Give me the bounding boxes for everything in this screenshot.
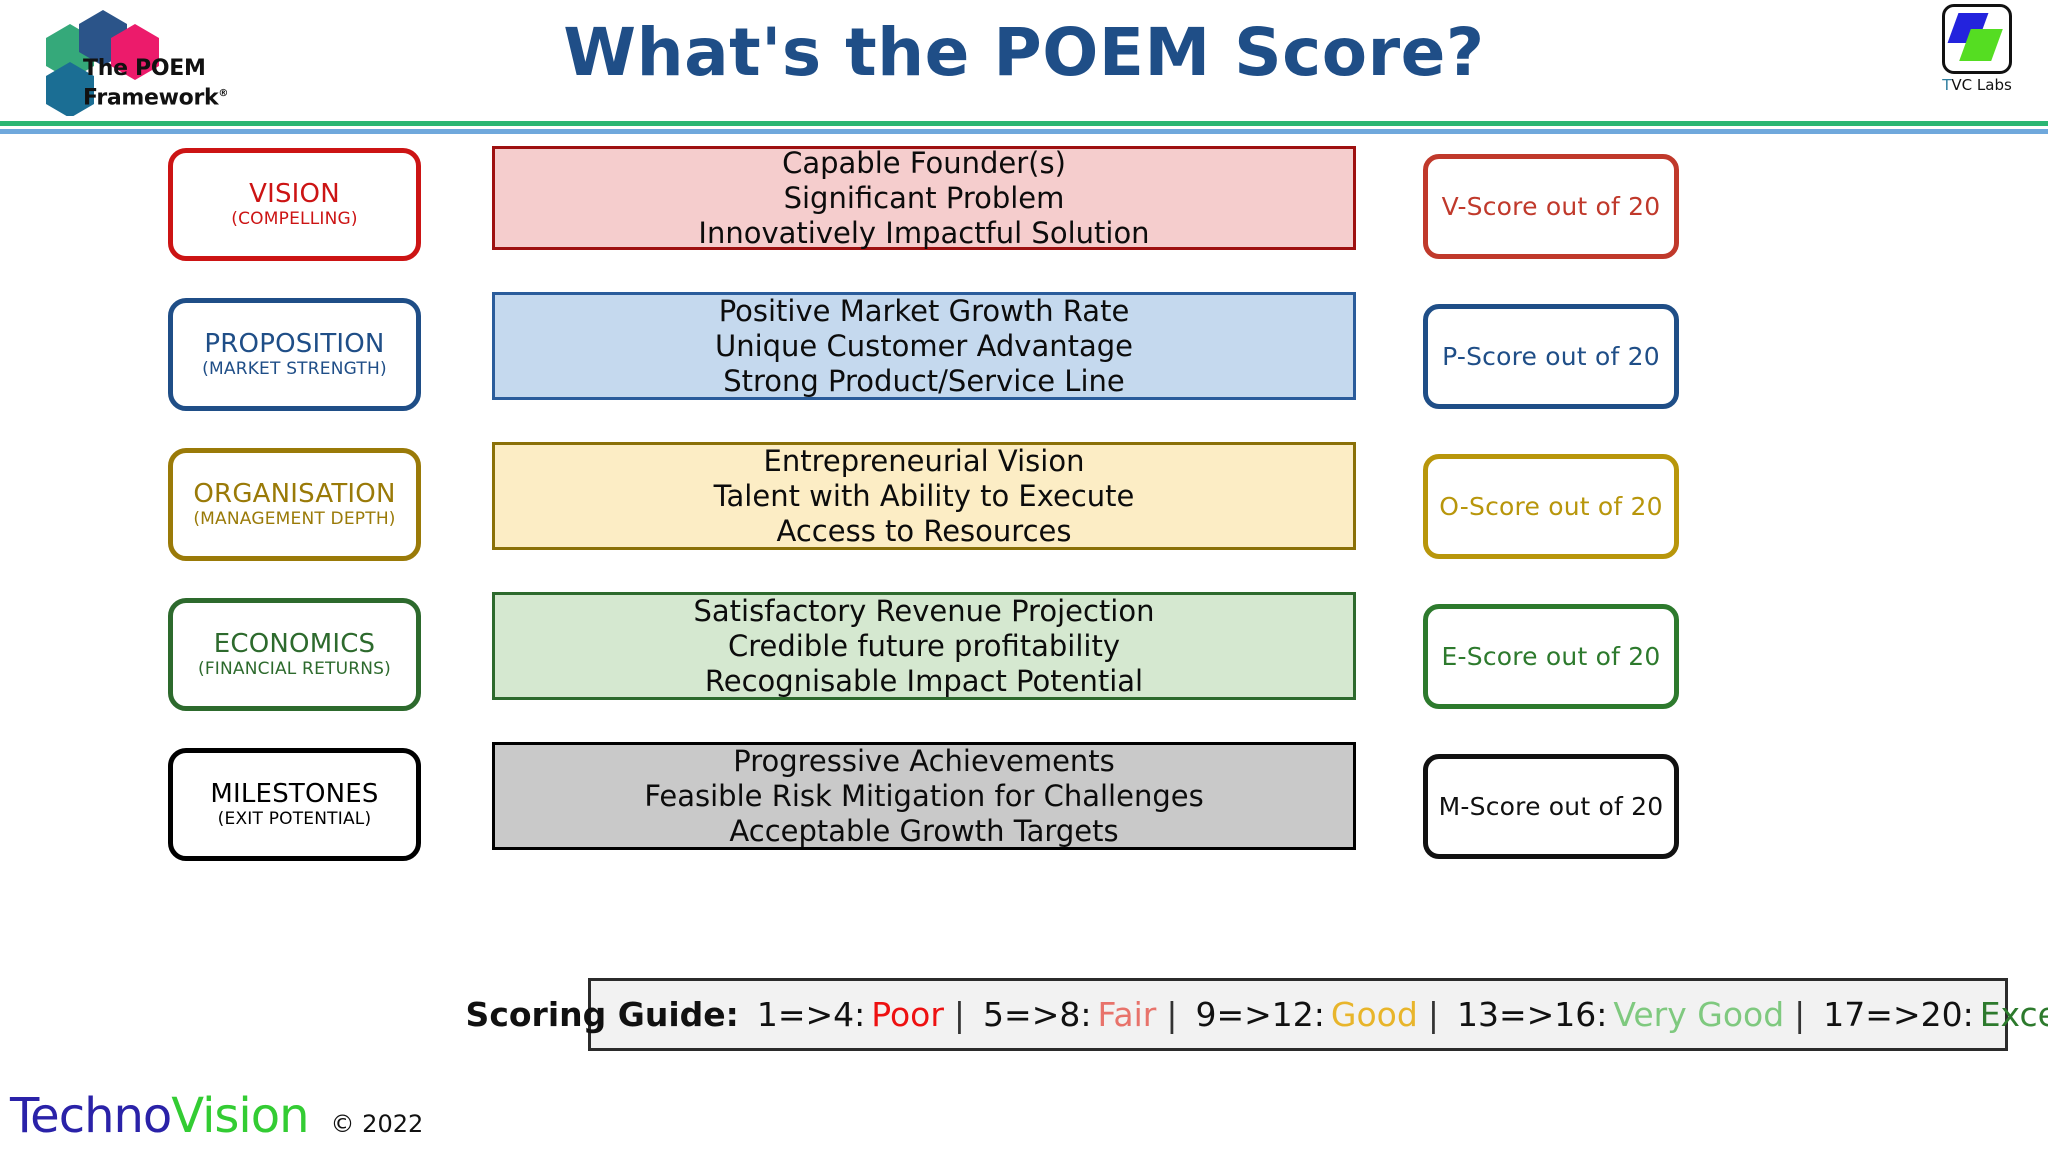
score-box-economics[interactable]: E-Score out of 20 [1423,604,1679,709]
detail-line: Significant Problem [783,180,1065,215]
tvc-label-rest: VC Labs [1951,76,2012,94]
detail-line: Capable Founder(s) [782,145,1066,180]
matrix-row-organisation: ORGANISATION(MANAGEMENT DEPTH) Entreprene… [0,440,2048,590]
poem-hexagons-icon [46,10,159,116]
poem-logo-line2: Framework [83,85,219,111]
pillar-box-proposition[interactable]: PROPOSITION(MARKET STRENGTH) [168,298,421,411]
pillar-name-organisation: ORGANISATION [193,479,396,509]
scoring-band-range: 1=>4: [756,995,866,1034]
matrix-row-proposition: PROPOSITION(MARKET STRENGTH) Positive Mar… [0,290,2048,440]
detail-line: Positive Market Growth Rate [718,293,1130,328]
poem-logo-line1: The POEM [83,56,206,81]
matrix-row-vision: VISION(COMPELLING) Capable Founder(s)Sign… [0,140,2048,290]
scoring-band-label: Very Good [1613,995,1785,1034]
scoring-guide: Scoring Guide: 1=>4:Poor|5=>8:Fair|9=>12… [466,978,2048,1051]
detail-line: Talent with Ability to Execute [713,478,1135,513]
tvc-labs-logo: TVC Labs [1928,4,2026,94]
technovision-part2: Vision [171,1088,309,1144]
detail-line: Satisfactory Revenue Projection [693,593,1155,628]
scoring-guide-separator: | [1427,995,1439,1034]
pillar-name-proposition: PROPOSITION [204,329,385,359]
detail-line: Acceptable Growth Targets [729,813,1119,848]
detail-line: Innovatively Impactful Solution [698,215,1150,250]
pillar-box-economics[interactable]: ECONOMICS(FINANCIAL RETURNS) [168,598,421,711]
pillar-subtitle-vision: (COMPELLING) [231,209,358,229]
pillar-box-vision[interactable]: VISION(COMPELLING) [168,148,421,261]
technovision-part1: Techno [10,1088,172,1144]
scoring-guide-separator: | [953,995,966,1034]
scoring-band-label: Good [1330,995,1418,1034]
detail-line: Unique Customer Advantage [714,328,1134,363]
scoring-guide-separator: | [1794,995,1806,1034]
technovision-logo: TechnoVision [10,1088,310,1144]
scoring-band-label: Fair [1097,995,1157,1034]
scoring-band-range: 13=>16: [1456,995,1608,1034]
scoring-guide-separator: | [1166,995,1178,1034]
pillar-box-organisation[interactable]: ORGANISATION(MANAGEMENT DEPTH) [168,448,421,561]
detail-line: Feasible Risk Mitigation for Challenges [644,778,1204,813]
score-box-milestones[interactable]: M-Score out of 20 [1423,754,1679,859]
header-rule-blue [0,129,2048,134]
tvc-labs-mark-icon [1942,4,2012,74]
pillar-box-milestones[interactable]: MILESTONES(EXIT POTENTIAL) [168,748,421,861]
registered-trademark-icon: ® [218,88,229,99]
scoring-band-range: 17=>20: [1823,995,1974,1034]
detail-line: Entrepreneurial Vision [763,443,1085,478]
scoring-band-range: 9=>12: [1195,995,1325,1034]
poem-framework-logo: The POEM Framework® [18,8,368,116]
pillar-subtitle-organisation: (MANAGEMENT DEPTH) [193,509,396,529]
poem-score-matrix: VISION(COMPELLING) Capable Founder(s)Sign… [0,140,2048,890]
scoring-band-range: 5=>8: [983,995,1092,1034]
scoring-guide-title: Scoring Guide: [465,995,739,1034]
slide-header: The POEM Framework® What's the POEM Scor… [0,0,2048,134]
pillar-name-vision: VISION [249,179,340,209]
pillar-name-economics: ECONOMICS [213,629,376,659]
copyright-notice: © 2022 [330,1110,424,1138]
page-title: What's the POEM Score? [563,14,1485,91]
slide-footer: TechnoVision © 2022 [10,1088,423,1144]
poem-logo-wordmark: The POEM Framework® [83,56,228,110]
scoring-guide-bands: 1=>4:Poor|5=>8:Fair|9=>12:Good|13=>16:Ve… [749,995,2048,1034]
matrix-row-milestones: MILESTONES(EXIT POTENTIAL) Progressive Ac… [0,740,2048,890]
header-rule-green [0,121,2048,126]
score-box-proposition[interactable]: P-Score out of 20 [1423,304,1679,409]
score-box-organisation[interactable]: O-Score out of 20 [1423,454,1679,559]
tvc-label-t: T [1942,76,1952,94]
detail-line: Progressive Achievements [733,743,1115,778]
score-box-vision[interactable]: V-Score out of 20 [1423,154,1679,259]
pillar-name-milestones: MILESTONES [210,779,379,809]
scoring-band-label: Excellent [1979,995,2048,1034]
matrix-row-economics: ECONOMICS(FINANCIAL RETURNS) Satisfactory… [0,590,2048,740]
pillar-subtitle-economics: (FINANCIAL RETURNS) [197,659,391,679]
detail-line: Credible future profitability [727,628,1120,663]
tvc-labs-label: TVC Labs [1928,76,2026,94]
detail-line: Recognisable Impact Potential [704,663,1144,698]
detail-line: Strong Product/Service Line [723,363,1125,398]
detail-line: Access to Resources [776,513,1072,548]
scoring-band-label: Poor [871,995,944,1034]
pillar-subtitle-milestones: (EXIT POTENTIAL) [217,809,372,829]
pillar-subtitle-proposition: (MARKET STRENGTH) [202,359,387,379]
